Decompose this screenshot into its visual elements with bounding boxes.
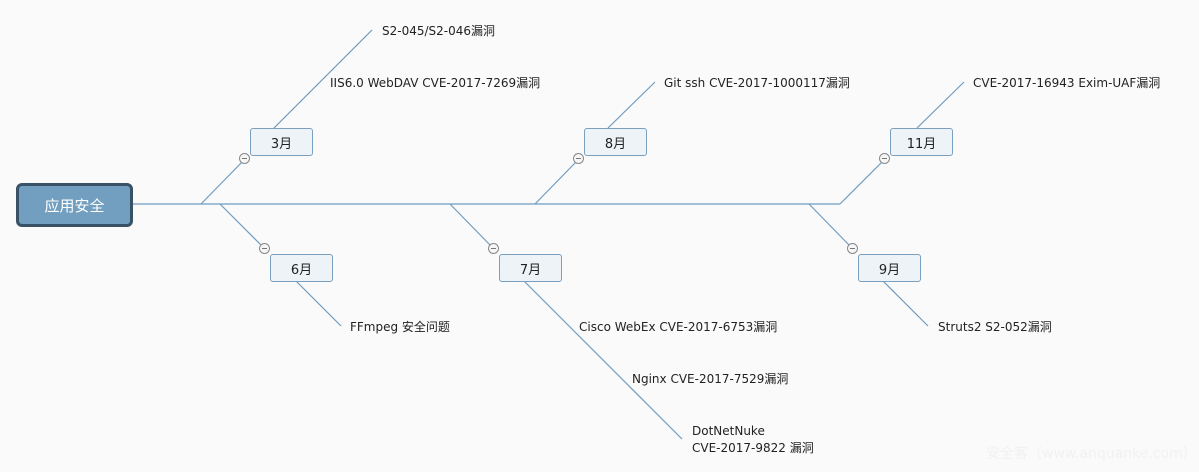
leaf-topic[interactable]: Struts2 S2-052漏洞 bbox=[938, 320, 1052, 334]
branch-jun bbox=[219, 203, 263, 247]
collapse-minus-icon[interactable] bbox=[259, 243, 270, 254]
leaf-line-mar bbox=[273, 29, 373, 129]
topic-month-mar[interactable]: 3月 bbox=[250, 128, 313, 156]
collapse-minus-icon[interactable] bbox=[488, 243, 499, 254]
leaf-line-aug bbox=[607, 81, 656, 129]
topic-month-sep[interactable]: 9月 bbox=[858, 254, 921, 282]
root-topic-label: 应用安全 bbox=[44, 196, 105, 215]
leaf-line-1: DotNetNuke bbox=[692, 424, 765, 438]
root-topic[interactable]: 应用安全 bbox=[16, 183, 133, 227]
topic-label: 3月 bbox=[270, 136, 293, 152]
leaf-line-2: CVE-2017-9822 漏洞 bbox=[692, 441, 814, 455]
leaf-topic[interactable]: S2-045/S2-046漏洞 bbox=[382, 24, 496, 38]
topic-label: 6月 bbox=[290, 262, 313, 278]
leaf-topic[interactable]: Cisco WebEx CVE-2017-6753漏洞 bbox=[579, 320, 778, 334]
leaf-topic[interactable]: IIS6.0 WebDAV CVE-2017-7269漏洞 bbox=[330, 76, 541, 90]
topic-month-jul[interactable]: 7月 bbox=[499, 254, 562, 282]
leaf-topic[interactable]: FFmpeg 安全问题 bbox=[350, 320, 450, 334]
collapse-minus-icon[interactable] bbox=[573, 153, 584, 164]
collapse-minus-icon[interactable] bbox=[847, 243, 858, 254]
leaf-line-sep bbox=[881, 279, 929, 327]
leaf-topic[interactable]: DotNetNuke CVE-2017-9822 漏洞 bbox=[692, 423, 814, 457]
leaf-line-jul bbox=[522, 279, 683, 440]
watermark: 安全客（www.anquanke.com） bbox=[986, 446, 1197, 462]
branch-jul bbox=[449, 203, 492, 247]
topic-month-aug[interactable]: 8月 bbox=[584, 128, 647, 156]
topic-label: 8月 bbox=[604, 136, 627, 152]
branch-nov bbox=[839, 161, 883, 205]
leaf-line-nov bbox=[916, 81, 965, 129]
branch-mar bbox=[200, 158, 246, 205]
branch-aug bbox=[534, 161, 577, 205]
topic-month-nov[interactable]: 11月 bbox=[890, 128, 953, 156]
collapse-minus-icon[interactable] bbox=[239, 153, 250, 164]
branch-sep bbox=[808, 203, 851, 247]
topic-label: 11月 bbox=[906, 136, 937, 152]
topic-label: 9月 bbox=[878, 262, 901, 278]
collapse-minus-icon[interactable] bbox=[879, 153, 890, 164]
leaf-topic[interactable]: Git ssh CVE-2017-1000117漏洞 bbox=[664, 76, 850, 90]
topic-label: 7月 bbox=[519, 262, 542, 278]
topic-month-jun[interactable]: 6月 bbox=[270, 254, 333, 282]
leaf-topic[interactable]: CVE-2017-16943 Exim-UAF漏洞 bbox=[973, 76, 1161, 90]
leaf-line-jun bbox=[294, 279, 342, 327]
leaf-topic[interactable]: Nginx CVE-2017-7529漏洞 bbox=[632, 372, 789, 386]
